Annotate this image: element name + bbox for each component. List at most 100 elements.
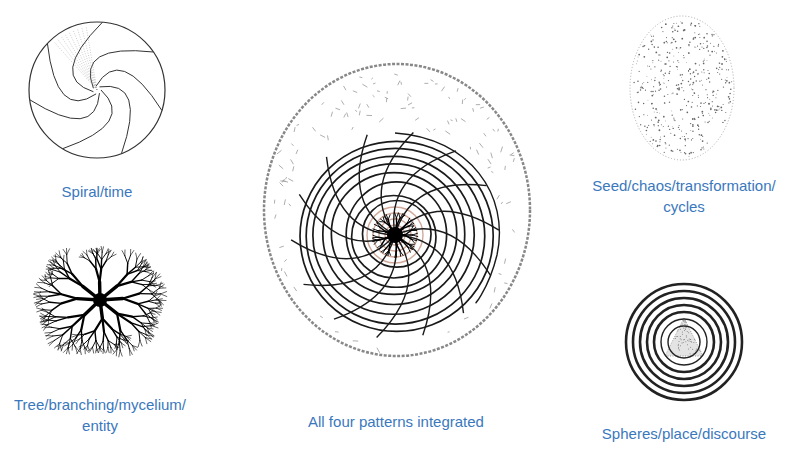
branch-line xyxy=(142,325,151,327)
branch-line xyxy=(150,313,155,314)
seed-speck xyxy=(659,141,660,142)
seed-speck xyxy=(694,118,695,119)
branch-line xyxy=(378,237,386,238)
branch-line xyxy=(119,350,120,357)
seed-speck xyxy=(653,35,654,36)
chaos-speck xyxy=(344,114,346,118)
chaos-speck xyxy=(371,78,373,79)
branch-line xyxy=(80,341,82,349)
seed-speck xyxy=(690,78,692,80)
seed-speck xyxy=(688,155,690,157)
seed-speck xyxy=(680,74,682,76)
chaos-speck xyxy=(322,102,324,105)
branch-line xyxy=(386,244,391,249)
seed-speck xyxy=(689,153,691,155)
branch-line xyxy=(59,251,60,258)
chaos-speck xyxy=(275,215,276,219)
branch-line xyxy=(161,294,167,297)
chaos-speck xyxy=(320,316,323,318)
web-arm xyxy=(394,151,456,235)
cone-dot xyxy=(692,349,693,350)
cone-dot xyxy=(696,348,697,349)
chaos-speck xyxy=(373,95,375,97)
seed-speck xyxy=(692,102,693,103)
seed-speck xyxy=(643,88,644,89)
seed-speck xyxy=(694,25,695,26)
seed-speck xyxy=(719,108,721,110)
chaos-speck xyxy=(491,171,493,172)
cone-dot xyxy=(686,335,687,336)
cone-dot xyxy=(685,329,686,330)
seed-speck xyxy=(671,110,673,112)
branch-line xyxy=(149,332,153,337)
branch-line xyxy=(102,254,107,260)
seed-speck xyxy=(660,84,661,85)
branch-line xyxy=(62,299,78,304)
chaos-speck xyxy=(504,166,506,170)
seed-speck xyxy=(676,93,678,95)
cone-dot xyxy=(684,325,685,326)
seed-speck xyxy=(713,46,714,47)
integrated-outline xyxy=(264,64,530,356)
seed-speck xyxy=(683,30,685,32)
chaos-speck xyxy=(284,259,286,261)
chaos-speck xyxy=(331,112,332,117)
seed-speck xyxy=(692,124,694,126)
chaos-speck xyxy=(293,166,294,171)
branch-line xyxy=(45,332,52,334)
chaos-speck xyxy=(291,144,293,146)
branch-line xyxy=(101,261,106,269)
seed-speck xyxy=(716,68,718,70)
branch-line xyxy=(55,316,68,318)
chaos-speck xyxy=(493,129,495,132)
branch-line xyxy=(93,347,94,353)
branch-line xyxy=(61,294,77,298)
chaos-speck xyxy=(277,150,282,154)
cone-dot xyxy=(683,327,684,328)
branch-line xyxy=(383,217,384,222)
seed-speck xyxy=(646,76,648,78)
branch-line xyxy=(403,241,408,247)
seed-speck xyxy=(652,62,654,64)
cone-dot xyxy=(679,350,680,351)
seed-speck xyxy=(693,92,695,94)
branch-line xyxy=(83,286,100,300)
chaos-speck xyxy=(362,84,367,87)
branch-line xyxy=(149,290,153,295)
branch-line xyxy=(120,330,127,340)
chaos-speck xyxy=(279,246,283,248)
cone-dot xyxy=(680,329,681,330)
seed-speck xyxy=(650,68,651,69)
chaos-speck xyxy=(472,108,474,112)
seed-speck xyxy=(686,133,687,134)
branch-line xyxy=(100,269,102,282)
seed-speck xyxy=(662,82,664,84)
chaos-speck xyxy=(313,127,316,131)
seed-speck xyxy=(719,67,720,68)
seed-speck xyxy=(659,139,660,140)
sphere-ring xyxy=(626,284,742,400)
seed-speck xyxy=(650,79,652,81)
branch-line xyxy=(92,249,93,254)
branch-line xyxy=(397,218,400,225)
seed-speck xyxy=(642,87,644,89)
branch-line xyxy=(126,335,131,336)
figure-caption: All four patterns integrated xyxy=(266,411,526,432)
branch-line xyxy=(34,296,40,297)
branch-line xyxy=(48,261,53,265)
seed-speck xyxy=(637,56,639,58)
branch-line xyxy=(76,330,82,339)
branch-line xyxy=(107,341,108,348)
sphere-ring xyxy=(633,291,735,393)
seed-speck xyxy=(660,60,662,62)
branch-line xyxy=(52,329,60,333)
branch-line xyxy=(155,294,161,296)
chaos-speck xyxy=(281,268,282,271)
web-arm xyxy=(291,235,395,259)
seed-speck xyxy=(695,63,697,65)
branch-line xyxy=(156,308,161,310)
seed-speck xyxy=(718,44,719,45)
seed-speck xyxy=(706,47,708,49)
branch-line xyxy=(131,251,134,256)
branch-line xyxy=(123,294,139,299)
